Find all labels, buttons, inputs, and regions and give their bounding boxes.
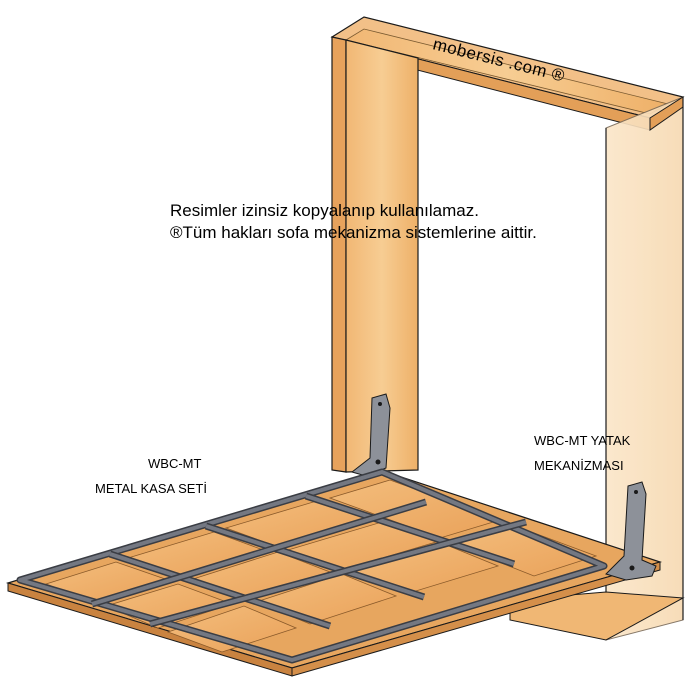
notice-line-2: ®Tüm hakları sofa mekanizma sistemlerine… — [170, 223, 537, 242]
left-label-line-2: METAL KASA SETİ — [95, 481, 207, 496]
cabinet-left-side — [331, 36, 419, 473]
metal-frame — [16, 468, 608, 664]
notice-line-1: Resimler izinsiz kopyalanıp kullanılamaz… — [170, 201, 479, 220]
left-label-line-1: WBC-MT — [148, 456, 201, 471]
right-label-line-2: MEKANİZMASI — [534, 458, 624, 473]
cabinet-right-side — [509, 96, 685, 641]
right-label-line-1: WBC-MT YATAK — [534, 433, 631, 448]
right-lift-mechanism — [605, 481, 657, 581]
